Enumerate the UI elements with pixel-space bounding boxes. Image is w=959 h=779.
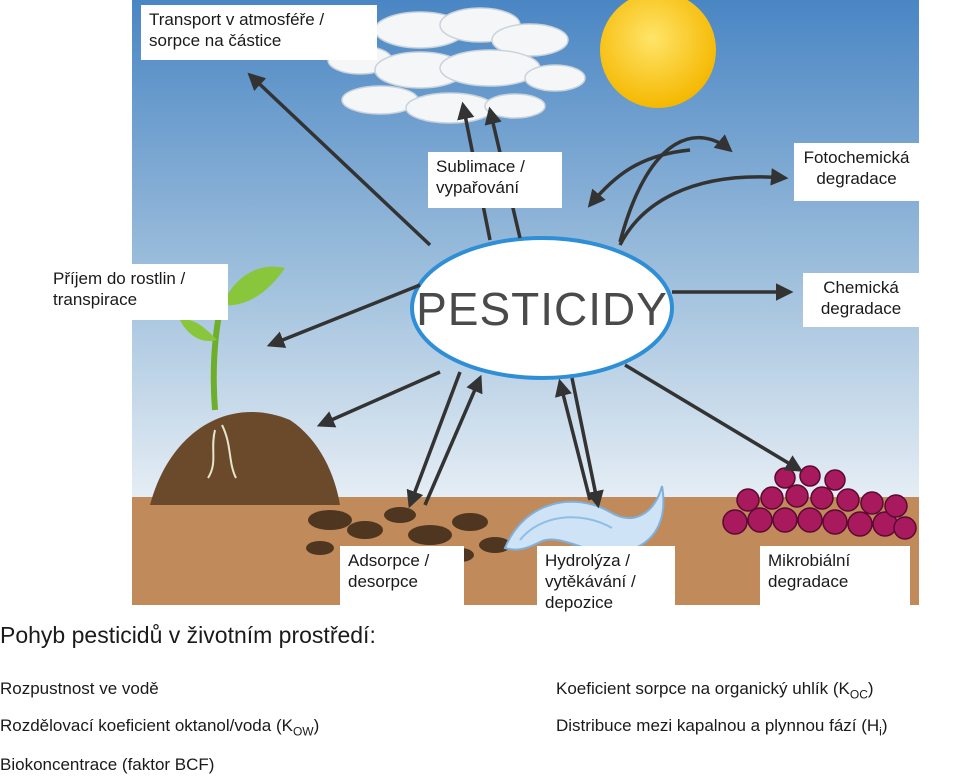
arrow-transport — [247, 72, 432, 247]
label-sublimation-line-1: Sublimace / — [436, 157, 525, 176]
movement-title: Pohyb pesticidů v životním prostředí: — [0, 622, 376, 648]
property-kow: Rozdělovací koeficient oktanol/voda (KOW… — [0, 716, 319, 738]
label-hydrolysis-line-3: depozice — [545, 593, 614, 612]
property-kow-close: ) — [313, 716, 320, 735]
soil-mound-icon — [150, 411, 340, 505]
arrow-photochemical-3 — [587, 148, 691, 208]
label-plant-uptake-line-1: Příjem do rostlin / — [53, 269, 186, 288]
arrow-adsorption — [316, 370, 441, 428]
microbes-icon — [722, 465, 917, 540]
label-hydrolysis-line-2: vytěkávání / — [545, 572, 636, 591]
property-water-solubility: Rozpustnost ve vodě — [0, 679, 159, 698]
property-bcf: Biokoncentrace (faktor BCF) — [0, 755, 215, 774]
label-hydrolysis: Hydrolýza / vytěkávání / depozice — [537, 546, 675, 628]
label-chemical: Chemická degradace — [803, 273, 919, 327]
label-adsorption-line-1: Adsorpce / — [348, 551, 430, 570]
property-henry-text: Distribuce mezi kapalnou a plynnou fází … — [556, 716, 880, 735]
property-henry-sub: i — [879, 724, 882, 739]
label-adsorption: Adsorpce / desorpce — [340, 546, 464, 606]
sun-icon — [600, 0, 716, 108]
label-photochemical: Fotochemická degradace — [794, 143, 919, 201]
label-plant-uptake: Příjem do rostlin / transpirace — [45, 264, 228, 320]
label-plant-uptake-line-2: transpirace — [53, 290, 138, 309]
label-photochemical-line-1: Fotochemická — [803, 148, 910, 167]
label-photochemical-line-2: degradace — [816, 169, 897, 188]
arrow-hydrolysis-2 — [554, 378, 592, 501]
center-label: PESTICIDY — [416, 283, 668, 335]
property-henry-close: ) — [881, 716, 888, 735]
label-adsorption-line-2: desorpce — [348, 572, 418, 591]
property-koc: Koeficient sorpce na organický uhlík (KO… — [556, 679, 874, 701]
property-kow-text: Rozdělovací koeficient oktanol/voda (K — [0, 716, 293, 735]
label-hydrolysis-line-1: Hydrolýza / — [545, 551, 631, 570]
arrow-hydrolysis-1 — [570, 377, 604, 509]
label-transport-line-2: sorpce na částice — [149, 31, 282, 50]
arrow-photochemical-1 — [618, 168, 789, 246]
arrow-plant-uptake — [266, 283, 421, 348]
label-sublimation: Sublimace / vypařování — [428, 152, 562, 208]
label-microbial: Mikrobiální degradace — [760, 546, 910, 606]
label-microbial-line-1: Mikrobiální — [768, 551, 851, 570]
arrow-desorption-2 — [423, 374, 483, 506]
water-wave-icon — [503, 485, 665, 554]
label-transport-line-1: Transport v atmosféře / — [149, 10, 325, 29]
property-henry: Distribuce mezi kapalnou a plynnou fází … — [556, 716, 888, 738]
property-koc-text: Koeficient sorpce na organický uhlík (K — [556, 679, 850, 698]
label-chemical-line-1: Chemická — [823, 278, 899, 297]
property-kow-sub: OW — [292, 724, 314, 739]
property-koc-close: ) — [867, 679, 874, 698]
arrow-microbial — [624, 363, 804, 472]
arrow-photochemical-2 — [618, 134, 733, 243]
arrow-desorption-1 — [406, 371, 462, 509]
label-sublimation-line-2: vypařování — [436, 178, 520, 197]
label-microbial-line-2: degradace — [768, 572, 849, 591]
label-transport: Transport v atmosféře / sorpce na částic… — [141, 5, 377, 60]
pesticide-ellipse — [410, 236, 674, 380]
label-chemical-line-2: degradace — [820, 299, 902, 318]
property-koc-sub: OC — [849, 687, 868, 702]
